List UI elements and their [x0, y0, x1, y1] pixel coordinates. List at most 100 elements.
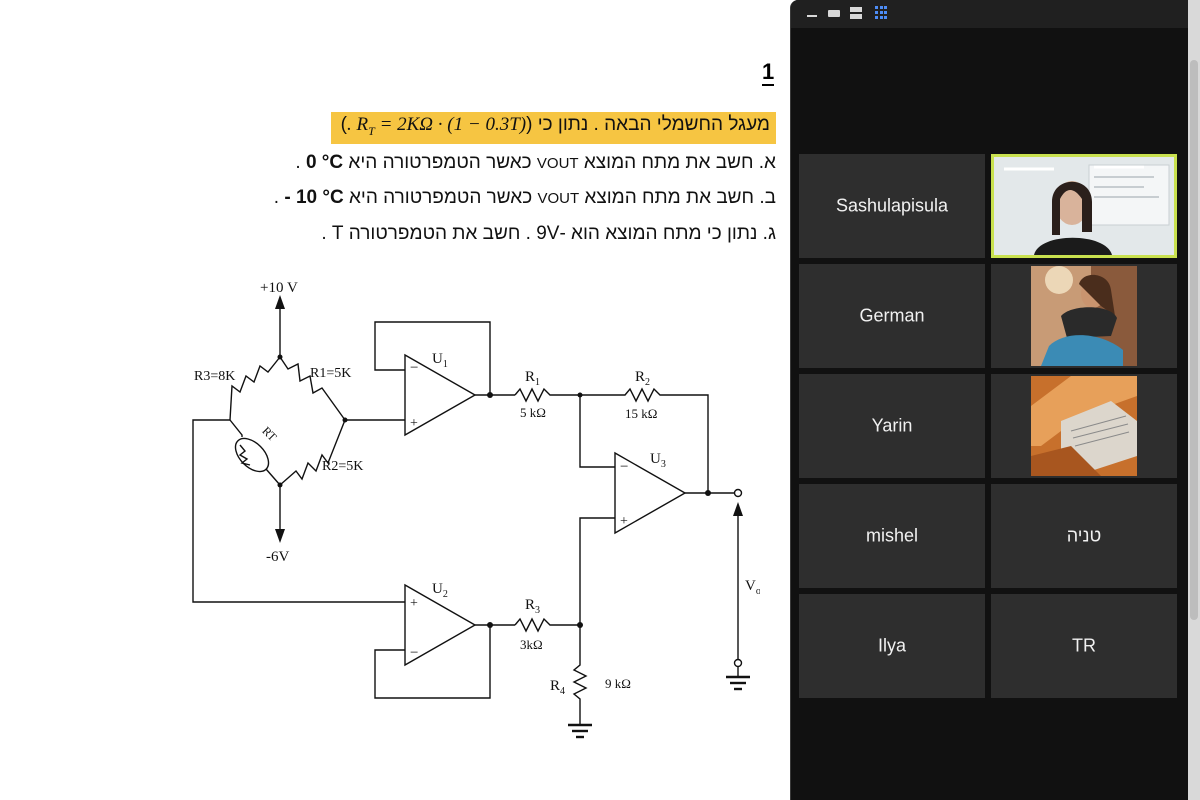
marker-c: ג.: [762, 223, 776, 244]
r3-label: R3=8K: [194, 369, 235, 384]
profile-photo-image: [1031, 266, 1137, 366]
vminus-label: -6V: [266, 549, 289, 565]
participant-name: mishel: [865, 525, 918, 546]
profile-photo: [1031, 266, 1137, 366]
r3-name: R3: [525, 597, 540, 616]
r2-value: 15 kΩ: [625, 406, 657, 421]
opamp-u3: [614, 451, 687, 535]
u3-minus: −: [620, 459, 628, 475]
participant-name: German: [859, 305, 925, 326]
question-c-text: נתון כי מתח המוצא הוא -9V . חשב את הטמפר…: [321, 223, 758, 244]
question-a-text: חשב את מתח המוצא: [583, 152, 754, 173]
vminus-arrow: [275, 529, 285, 543]
r2-resistor: [279, 419, 346, 486]
vout-label: VOUT: [537, 190, 580, 207]
profile-photo: [1031, 376, 1137, 476]
u2-out-node: [487, 622, 493, 628]
u3-plus: +: [620, 514, 628, 529]
u2-plus: +: [410, 596, 418, 611]
circuit-diagram: +10 V R3=8K R1=5K R2=5K RT -6V − + U1: [192, 280, 760, 739]
r1-series-resistor: [514, 387, 580, 403]
strip-view-icon[interactable]: [827, 6, 841, 20]
u2-minus: −: [410, 645, 418, 661]
formula-rest: = 2KΩ · (1 − 0.3T): [374, 114, 527, 135]
end-a: .: [295, 152, 301, 173]
vplus-arrow: [275, 295, 285, 309]
vout-label: VOUT: [536, 155, 579, 172]
participant-tile-mishel[interactable]: mishel: [799, 484, 985, 588]
participant-tile-ilya[interactable]: Ilya: [799, 594, 985, 698]
participant-name: TR: [1072, 635, 1096, 656]
marker-b: ב.: [759, 187, 776, 208]
participant-tile-tanya[interactable]: טניה: [991, 484, 1177, 588]
participant-tile-yarin[interactable]: Yarin: [799, 374, 985, 478]
participant-name: Yarin: [871, 415, 913, 436]
vo-terminal: [733, 488, 743, 498]
r4-name: R4: [550, 678, 565, 697]
video-call-panel: Sashulapisula German: [790, 0, 1189, 800]
question-number: 1: [762, 59, 775, 86]
r4-resistor: [572, 625, 588, 725]
question-c: ג. נתון כי מתח המוצא הוא -9V . חשב את הט…: [321, 221, 776, 247]
u3-label: U3: [650, 451, 666, 470]
r1-resistor: [279, 356, 346, 421]
r4-value: 9 kΩ: [605, 676, 631, 691]
r1-label: R1=5K: [310, 366, 351, 381]
question-b-text: חשב את מתח המוצא: [584, 187, 755, 208]
formula-r: . R: [347, 114, 369, 135]
r3-series-resistor: [514, 617, 580, 633]
participant-tile-sashulapisula[interactable]: Sashulapisula: [799, 154, 985, 258]
given-text: מעגל החשמלי הבאה . נתון כי: [537, 114, 770, 135]
participant-name: Ilya: [877, 635, 906, 656]
u1-label: U1: [432, 351, 448, 370]
temp-a: 0 °C: [305, 152, 344, 173]
u1-minus: −: [410, 360, 418, 376]
minimize-icon[interactable]: [805, 6, 819, 20]
document-page: 1 מעגל החשמלי הבאה . נתון כי (. RT = 2KΩ…: [192, 59, 776, 739]
video-frame: [994, 157, 1174, 255]
opamp-u1: [404, 353, 477, 437]
given-line: מעגל החשמלי הבאה . נתון כי (. RT = 2KΩ ·…: [331, 112, 776, 144]
wire-to-u3-minus: [579, 395, 615, 468]
participant-video-tile[interactable]: [991, 154, 1177, 258]
question-a-text2: כאשר הטמפרטורה היא: [348, 152, 532, 173]
participant-photo-tile[interactable]: [991, 374, 1177, 478]
vo-label: Vo: [745, 578, 760, 597]
opamp-u2: [404, 583, 477, 667]
rt-zigzag: [238, 444, 251, 466]
r1-value: 5 kΩ: [520, 405, 546, 420]
r3-resistor: [229, 356, 281, 421]
wire-left-to-u2: [192, 419, 405, 603]
participant-tile-german[interactable]: German: [799, 264, 985, 368]
question-b: ב. חשב את מתח המוצא VOUT כאשר הטמפרטורה …: [274, 185, 776, 212]
gallery-view-icon[interactable]: [875, 6, 889, 20]
question-b-text2: כאשר הטמפרטורה היא: [348, 187, 533, 208]
u3-out-node: [705, 490, 711, 496]
participant-name: טניה: [1066, 525, 1102, 546]
rt-label: RT: [259, 424, 280, 445]
u1-feedback: [374, 321, 491, 395]
end-b: .: [273, 187, 280, 208]
u2-label: U2: [432, 581, 448, 600]
temp-b: - 10 °C: [284, 187, 344, 208]
r1-name: R1: [525, 369, 540, 388]
r2-feedback-resistor: [580, 387, 709, 493]
formula-sub: T: [368, 123, 375, 138]
page-scrollbar[interactable]: [1188, 0, 1200, 800]
vo-ground-terminal: [733, 658, 743, 668]
speaker-view-icon[interactable]: [849, 6, 863, 20]
participant-photo-tile[interactable]: [991, 264, 1177, 368]
participant-tile-tr[interactable]: TR: [991, 594, 1177, 698]
video-toolbar: [791, 0, 1189, 28]
u1-plus: +: [410, 416, 418, 431]
question-a: א. חשב את מתח המוצא VOUT כאשר הטמפרטורה …: [295, 150, 776, 177]
scrollbar-thumb[interactable]: [1190, 60, 1198, 620]
wire-to-u3-plus: [579, 517, 615, 625]
r3-value: 3kΩ: [520, 637, 543, 652]
active-speaker-video: [991, 154, 1177, 258]
vplus-label: +10 V: [260, 280, 298, 296]
marker-a: א.: [758, 152, 776, 173]
r2-name: R2: [635, 369, 650, 388]
u2-feedback: [374, 625, 491, 699]
r2-label: R2=5K: [322, 459, 363, 474]
